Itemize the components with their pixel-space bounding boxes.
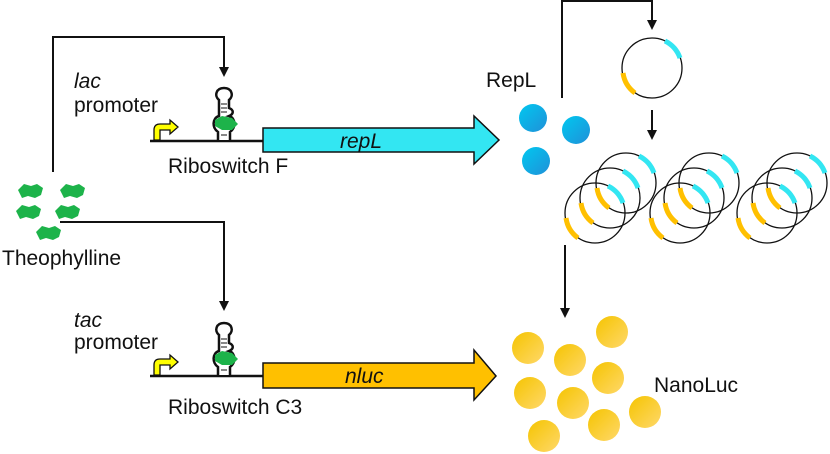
theophylline-to-riboswitch-f-line (52, 36, 229, 172)
repl-to-plasmid-line (561, 0, 657, 98)
nanoluc-protein-icon (629, 396, 661, 428)
repl-protein-icon (562, 116, 590, 144)
theophylline-label: Theophylline (2, 247, 121, 270)
plasmid-icon (622, 38, 682, 98)
riboswitch-c3-label: Riboswitch C3 (168, 396, 302, 419)
tac-label: tac (74, 309, 103, 332)
nanoluc-protein-icon (557, 387, 589, 419)
lac-label: lac (74, 70, 101, 93)
plasmid-icon (580, 168, 640, 228)
plasmid-icon (596, 153, 656, 213)
repl-gene-arrow (262, 114, 501, 166)
nanoluc-protein-icon (514, 377, 546, 409)
theophylline-molecule-icon (18, 184, 43, 198)
theophylline-molecule-icon (16, 205, 41, 219)
plasmid-icon (752, 168, 812, 228)
lac-construct: lac promoter Riboswitch F repL (74, 70, 501, 178)
repl-protein-label: RepL (486, 69, 536, 92)
tac-promoter-label: promoter (74, 331, 158, 354)
nanoluc-protein-icon (512, 332, 544, 364)
repl-proteins (519, 104, 590, 175)
nluc-gene-arrow (262, 347, 497, 402)
plasmid-icon (565, 183, 625, 243)
nanoluc-proteins (512, 316, 661, 452)
nluc-gene-label: nluc (345, 365, 384, 388)
riboswitch-f-label: Riboswitch F (168, 155, 288, 178)
theophylline-molecules (16, 184, 85, 240)
theophylline-to-riboswitch-c3-line (60, 221, 229, 311)
nanoluc-protein-icon (588, 409, 620, 441)
riboswitch-c3-icon (212, 321, 240, 377)
nanoluc-protein-icon (592, 362, 624, 394)
tac-construct: tac promoter Riboswitch C3 nluc (74, 309, 497, 419)
theophylline-molecule-icon (55, 205, 80, 219)
nanoluc-protein-icon (528, 420, 560, 452)
riboswitch-f-icon (212, 86, 240, 142)
plasmid-copies (565, 153, 827, 243)
repl-protein-icon (519, 104, 547, 132)
repl-protein-icon (522, 147, 550, 175)
repl-gene-label: repL (340, 130, 382, 153)
tac-promoter-arrow-icon (153, 353, 179, 376)
theophylline-molecule-icon (36, 226, 61, 240)
lac-promoter-arrow-icon (153, 118, 179, 141)
lac-promoter-label: promoter (74, 94, 158, 117)
nanoluc-label: NanoLuc (654, 374, 738, 397)
nanoluc-protein-icon (554, 344, 586, 376)
plasmid-icon (664, 168, 724, 228)
nanoluc-protein-icon (596, 316, 628, 348)
plasmid-icon (767, 153, 827, 213)
theophylline-molecule-icon (60, 184, 85, 198)
